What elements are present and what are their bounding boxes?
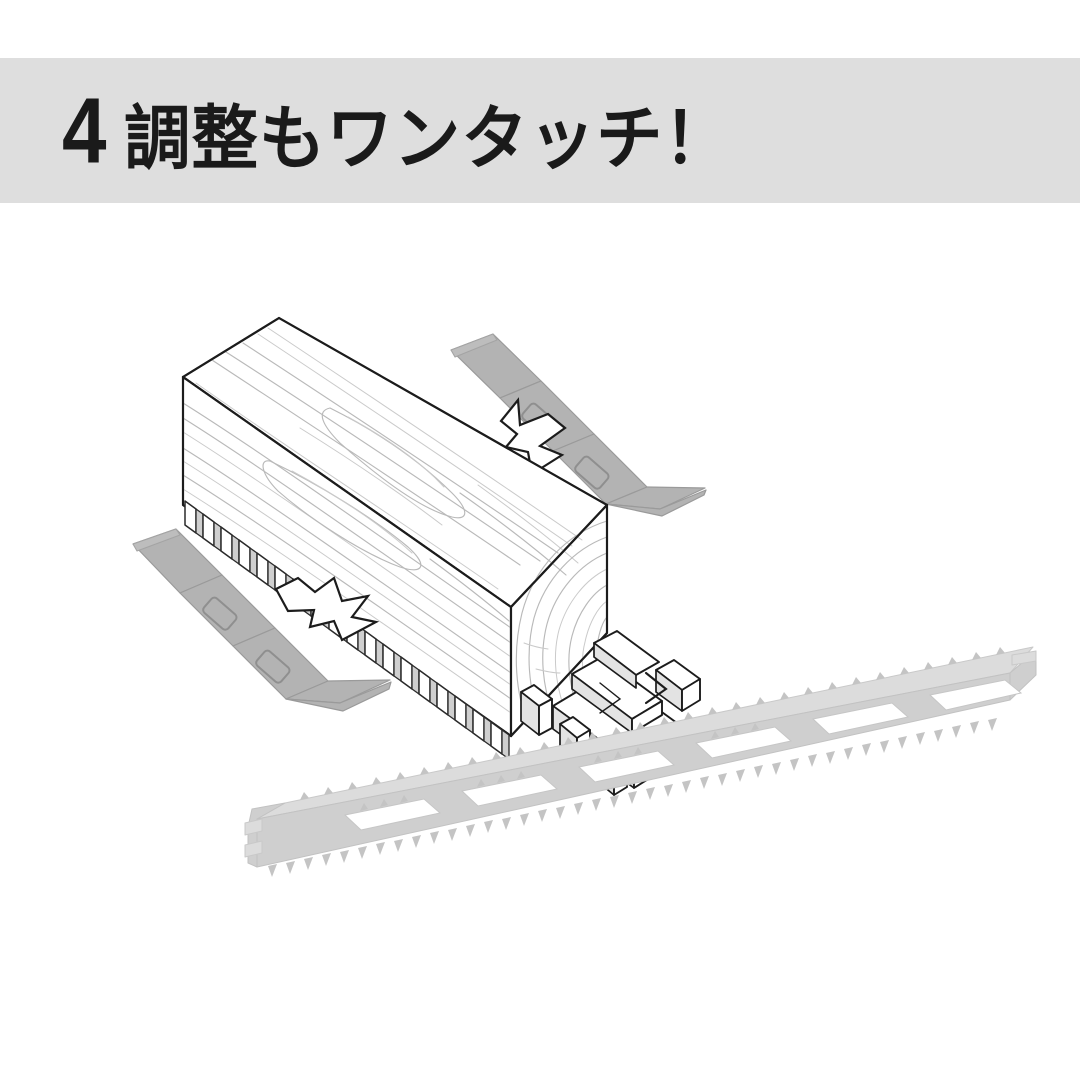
serrated-rail [244, 646, 1037, 877]
rail-slots [343, 679, 1023, 831]
assembly-illustration [0, 203, 1080, 1080]
wooden-beam [181, 316, 609, 738]
gray-plate-lower [132, 528, 392, 712]
rail-teeth [268, 718, 997, 877]
grain-top-face [195, 327, 583, 590]
header-content: 4 調整もワンタッチ！ [62, 84, 763, 177]
insert-arrow-lower [274, 576, 380, 642]
page-title: 調整もワンタッチ！ [123, 97, 731, 179]
insert-arrow-upper [499, 397, 567, 476]
grain-front-face [182, 402, 512, 714]
rail-back-teeth [300, 647, 1005, 800]
rail-slot-serrations [360, 723, 759, 811]
step-number: 4 [62, 78, 106, 182]
header-band: 4 調整もワンタッチ！ [0, 58, 1080, 203]
